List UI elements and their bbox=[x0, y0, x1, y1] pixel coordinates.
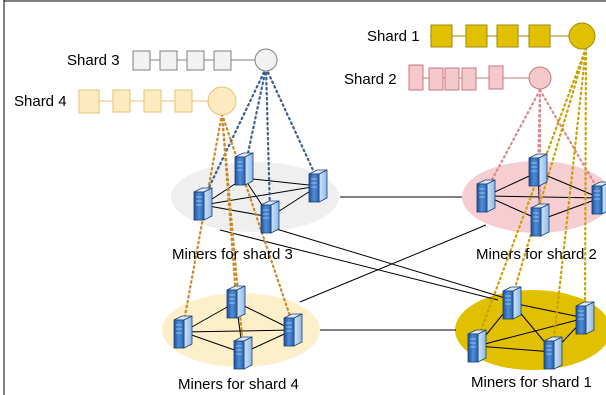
server-icon bbox=[233, 336, 253, 370]
server-icon bbox=[530, 203, 550, 237]
cluster-3-label: Miners for shard 3 bbox=[172, 246, 293, 263]
server-icon bbox=[226, 285, 246, 319]
cluster-4-label: Miners for shard 4 bbox=[178, 376, 299, 393]
server-icon bbox=[283, 313, 303, 347]
inter-cluster-links bbox=[219, 196, 506, 331]
server-icon bbox=[476, 179, 496, 213]
server-icon bbox=[173, 315, 193, 349]
shard-2-chain bbox=[408, 64, 552, 91]
server-icon bbox=[528, 153, 548, 187]
shard-2-label: Shard 2 bbox=[344, 71, 397, 88]
server-icon bbox=[591, 181, 606, 215]
shard-3-label: Shard 3 bbox=[67, 52, 120, 69]
shard-1-dotted-links bbox=[475, 46, 588, 349]
cluster-1-label: Miners for shard 1 bbox=[471, 374, 592, 391]
shard-4-chain bbox=[78, 86, 237, 116]
shard-1-chain bbox=[430, 22, 596, 50]
cluster-3-area bbox=[171, 162, 339, 232]
cluster-2-label: Miners for shard 2 bbox=[476, 246, 597, 263]
shard-1-label: Shard 1 bbox=[367, 28, 420, 45]
server-icon bbox=[234, 152, 254, 186]
server-icon bbox=[575, 301, 595, 335]
server-icon bbox=[543, 336, 563, 370]
shard-4-label: Shard 4 bbox=[14, 93, 67, 110]
server-icon bbox=[193, 187, 213, 221]
shard-3-dotted-links bbox=[201, 66, 320, 214]
server-icon bbox=[308, 169, 328, 203]
server-icon bbox=[260, 200, 280, 234]
shard-3-chain bbox=[132, 48, 278, 72]
server-icon bbox=[467, 329, 487, 363]
server-icon bbox=[502, 286, 522, 320]
cluster-1-area bbox=[455, 290, 606, 370]
